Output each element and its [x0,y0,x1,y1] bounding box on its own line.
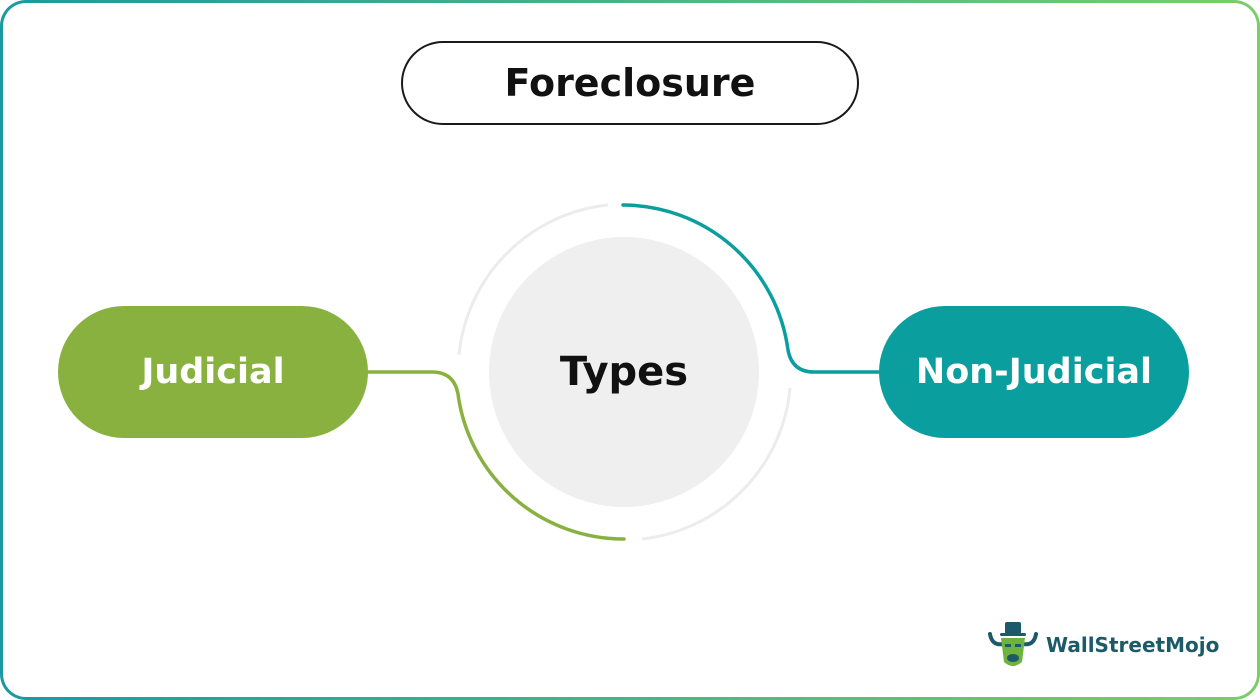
ring-segment-bottom-right [641,387,792,541]
brand-logo: WallStreetMojo [986,618,1219,672]
type-non-judicial-label: Non-Judicial [915,352,1153,392]
brand-name: WallStreetMojo [1046,633,1220,657]
title-box: Foreclosure [401,41,859,125]
type-non-judicial: Non-Judicial [879,306,1189,438]
diagram-title: Foreclosure [504,61,756,105]
type-judicial: Judicial [58,306,368,438]
type-judicial-label: Judicial [141,352,285,392]
connector-non-judicial [621,203,882,374]
bull-mascot-icon [988,622,1038,666]
center-circle: Types [489,237,759,507]
center-label: Types [559,349,689,395]
ring-segment-top-left [457,203,609,356]
connector-judicial [364,370,626,541]
